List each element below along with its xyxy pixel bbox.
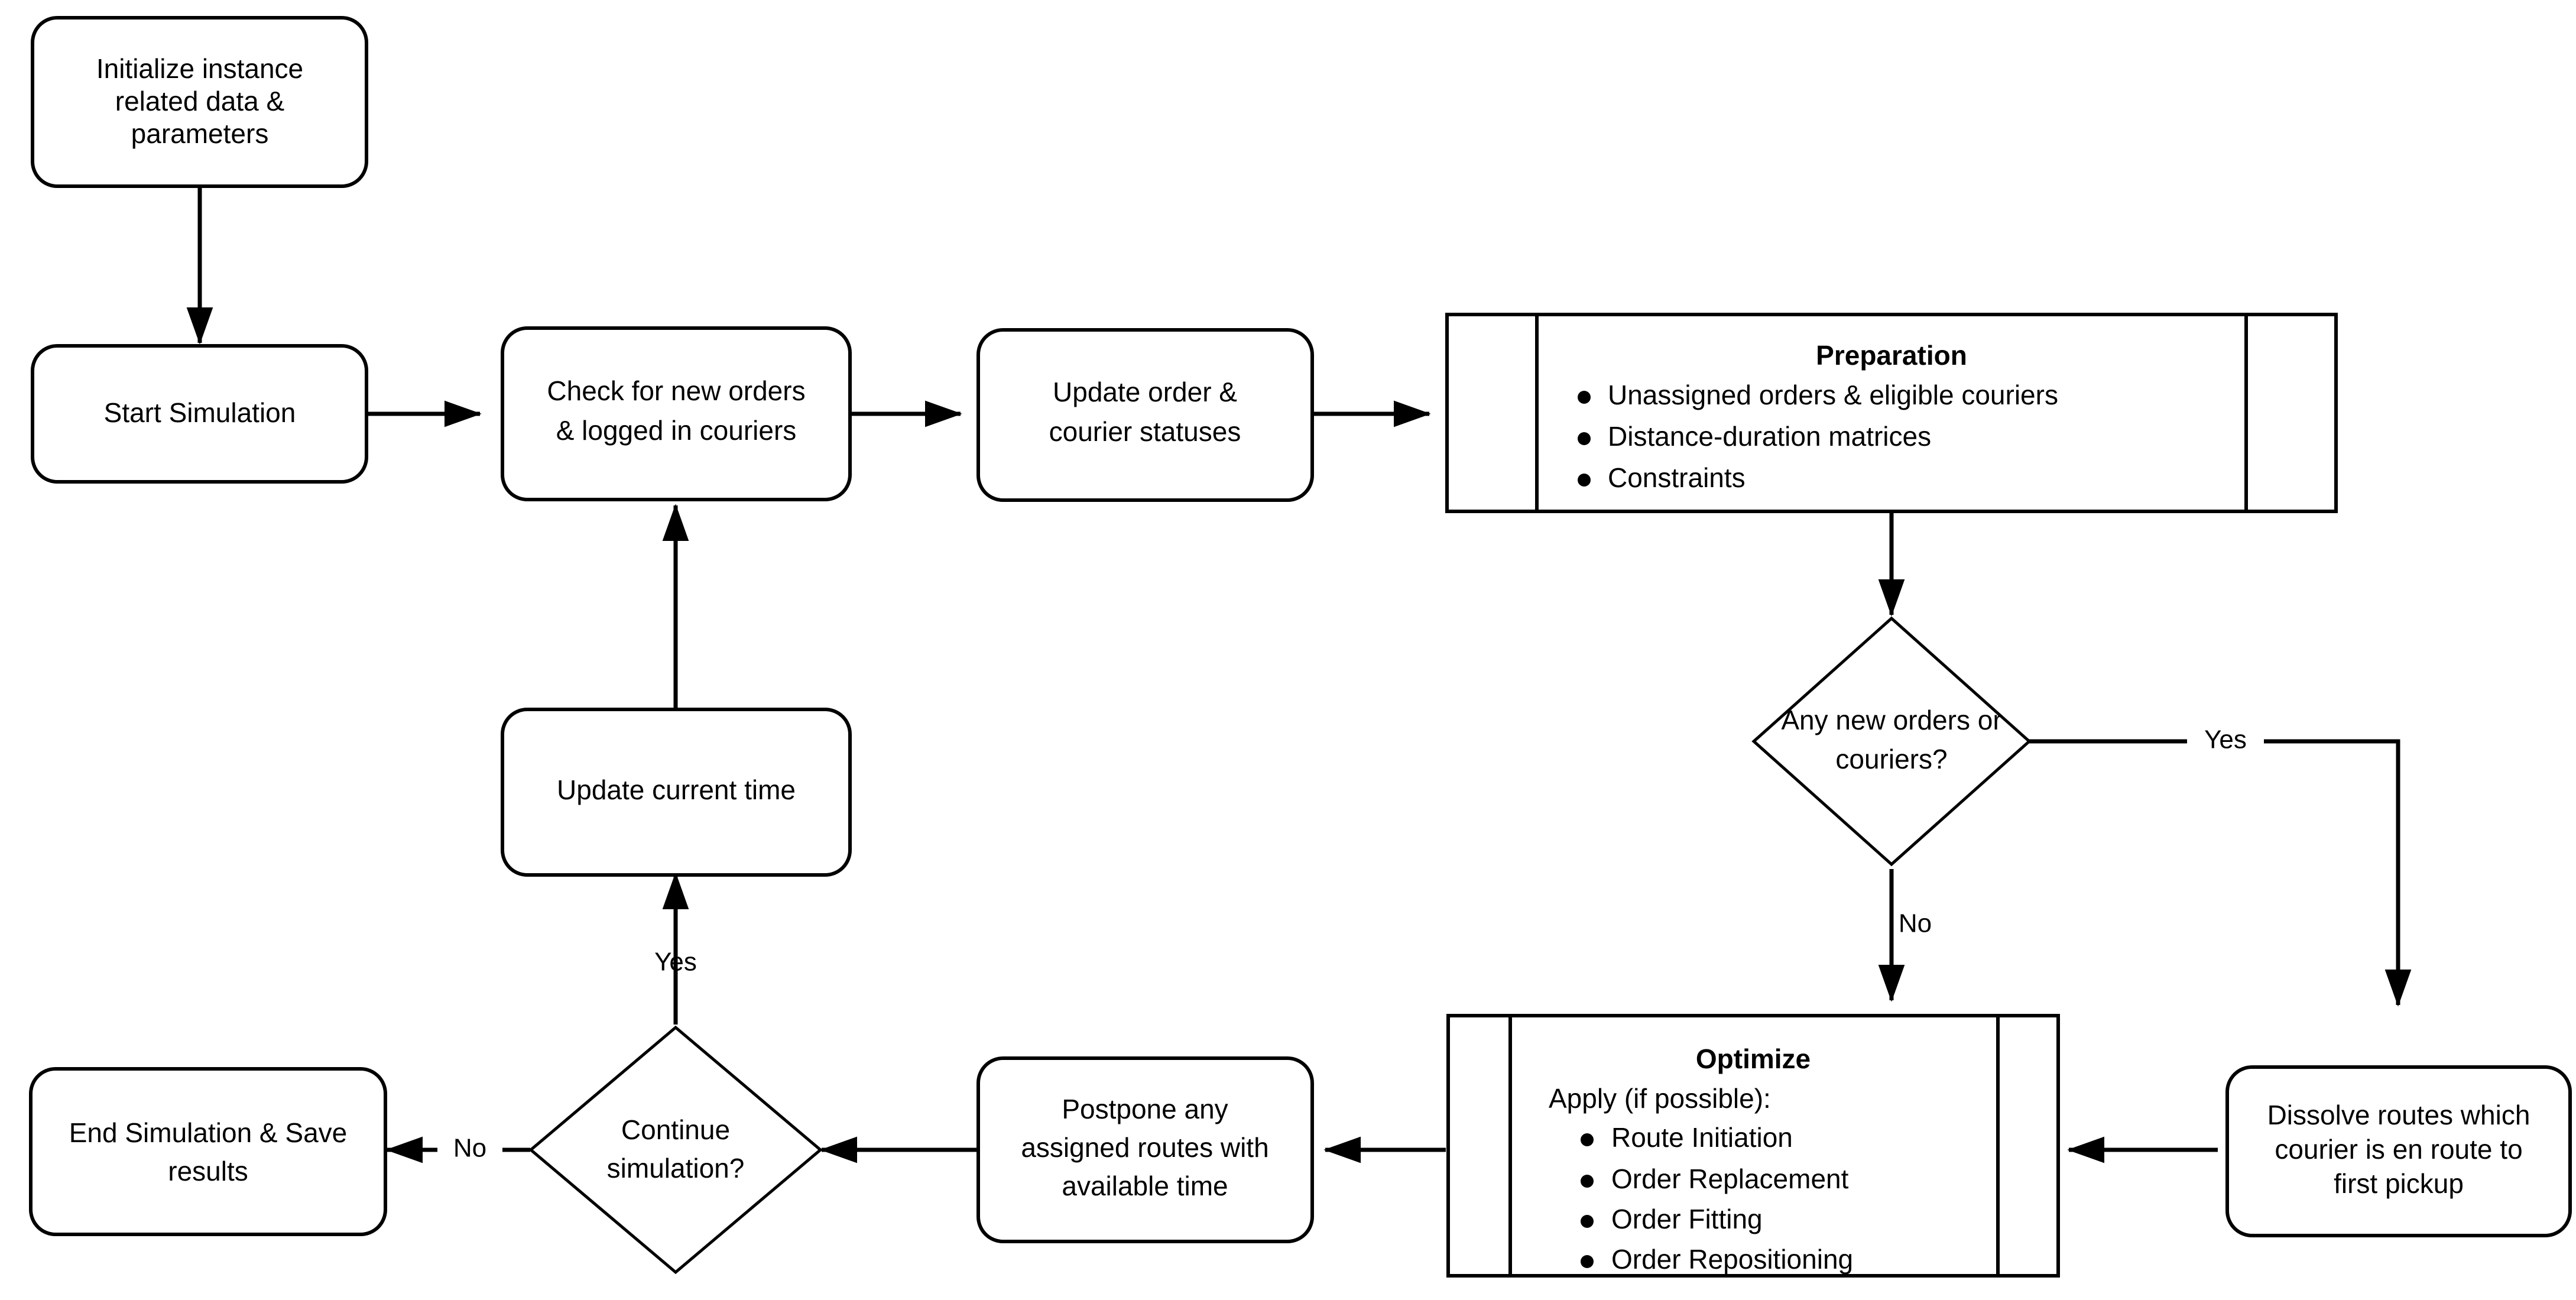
- node-postpone-routes[interactable]: Postpone any assigned routes with availa…: [976, 1056, 1314, 1243]
- node-end-simulation-line-2: results: [168, 1156, 248, 1186]
- node-preparation-bullet-1: Unassigned orders & eligible couriers: [1608, 380, 2058, 410]
- bullet-dot-icon: [1581, 1255, 1594, 1268]
- node-optimize-heading: Optimize: [1696, 1043, 1811, 1074]
- node-preparation-heading: Preparation: [1816, 340, 1967, 371]
- node-decision-continue-shape[interactable]: [528, 1025, 823, 1275]
- edge-decision-yes-to-dissolve: [2029, 739, 2412, 1007]
- node-postpone-routes-line-1: Postpone any: [1062, 1094, 1228, 1124]
- node-optimize-bullet-4: Order Repositioning: [1611, 1244, 1853, 1275]
- node-check-new-orders-line-2: & logged in couriers: [556, 415, 797, 446]
- node-preparation-bullet-3: Constraints: [1608, 462, 1746, 493]
- edge-label-continue-no: No: [453, 1134, 486, 1163]
- node-dissolve-routes-line-1: Dissolve routes which: [2267, 1100, 2530, 1130]
- node-preparation[interactable]: Preparation Unassigned orders & eligible…: [1445, 313, 2338, 513]
- node-preparation-bullet-2: Distance-duration matrices: [1608, 421, 1931, 452]
- node-dissolve-routes-line-2: courier is en route to: [2275, 1134, 2522, 1165]
- edge-label-new-orders-no: No: [1899, 909, 1932, 938]
- node-decision-continue-line-2: simulation?: [607, 1153, 745, 1184]
- node-postpone-routes-line-2: assigned routes with: [1021, 1132, 1268, 1163]
- bullet-dot-icon: [1581, 1133, 1594, 1146]
- node-optimize-subheading: Apply (if possible):: [1549, 1083, 1771, 1114]
- node-initialize-line-3: parameters: [131, 118, 269, 149]
- node-update-statuses[interactable]: Update order & courier statuses: [976, 328, 1314, 502]
- node-update-current-time-shape[interactable]: [501, 708, 852, 877]
- node-initialize[interactable]: Initialize instance related data & param…: [31, 16, 368, 188]
- node-start-simulation-label: Start Simulation: [104, 397, 296, 428]
- bullet-dot-icon: [1578, 432, 1591, 445]
- edge-label-bg-no-continue: [437, 1128, 502, 1173]
- node-update-statuses-line-2: courier statuses: [1049, 416, 1241, 447]
- edge-labels: Yes No Yes No: [437, 718, 2264, 1173]
- node-optimize-shape[interactable]: [1446, 1014, 2060, 1278]
- node-start-simulation[interactable]: Start Simulation: [31, 344, 368, 484]
- bullet-dot-icon: [1578, 391, 1591, 404]
- edge-label-continue-yes: Yes: [654, 948, 697, 977]
- node-update-current-time-label: Update current time: [557, 774, 796, 805]
- connectors: [186, 184, 2412, 1163]
- node-decision-new-orders-line-2: couriers?: [1835, 744, 1947, 774]
- node-optimize-bullet-3: Order Fitting: [1611, 1204, 1763, 1234]
- node-end-simulation[interactable]: End Simulation & Save results: [29, 1067, 387, 1236]
- node-initialize-line-1: Initialize instance: [96, 53, 303, 84]
- node-update-current-time[interactable]: Update current time: [501, 708, 852, 877]
- node-check-new-orders[interactable]: Check for new orders & logged in courier…: [501, 326, 852, 501]
- node-postpone-routes-line-3: available time: [1062, 1171, 1228, 1201]
- bullet-dot-icon: [1578, 474, 1591, 487]
- node-update-statuses-line-1: Update order &: [1053, 377, 1237, 407]
- node-preparation-shape[interactable]: [1445, 313, 2338, 513]
- node-decision-new-orders[interactable]: Any new orders or couriers?: [1751, 616, 2032, 867]
- node-decision-continue[interactable]: Continue simulation?: [528, 1025, 823, 1275]
- edge-label-new-orders-yes: Yes: [2204, 725, 2247, 754]
- node-decision-continue-line-1: Continue: [621, 1114, 730, 1145]
- node-start-simulation-shape[interactable]: [31, 344, 368, 484]
- node-dissolve-routes-line-3: first pickup: [2334, 1168, 2464, 1199]
- node-postpone-routes-shape[interactable]: [976, 1056, 1314, 1243]
- node-decision-new-orders-shape[interactable]: [1751, 616, 2032, 867]
- node-initialize-shape[interactable]: [31, 16, 368, 188]
- bullet-dot-icon: [1581, 1175, 1594, 1188]
- node-update-statuses-shape[interactable]: [976, 328, 1314, 502]
- node-dissolve-routes-shape[interactable]: [2225, 1065, 2572, 1237]
- node-end-simulation-line-1: End Simulation & Save: [69, 1117, 348, 1148]
- node-check-new-orders-line-1: Check for new orders: [547, 375, 805, 406]
- node-optimize-bullet-1: Route Initiation: [1611, 1122, 1793, 1153]
- node-optimize-bullet-2: Order Replacement: [1611, 1163, 1849, 1194]
- node-decision-new-orders-line-1: Any new orders or: [1781, 705, 2001, 735]
- edge-label-bg-yes-new-orders: [2187, 718, 2264, 763]
- node-check-new-orders-shape[interactable]: [501, 326, 852, 501]
- node-end-simulation-shape[interactable]: [29, 1067, 387, 1236]
- node-initialize-line-2: related data &: [115, 86, 284, 116]
- node-optimize[interactable]: Optimize Apply (if possible): Route Init…: [1446, 1014, 2060, 1278]
- node-dissolve-routes[interactable]: Dissolve routes which courier is en rout…: [2225, 1065, 2572, 1237]
- bullet-dot-icon: [1581, 1215, 1594, 1228]
